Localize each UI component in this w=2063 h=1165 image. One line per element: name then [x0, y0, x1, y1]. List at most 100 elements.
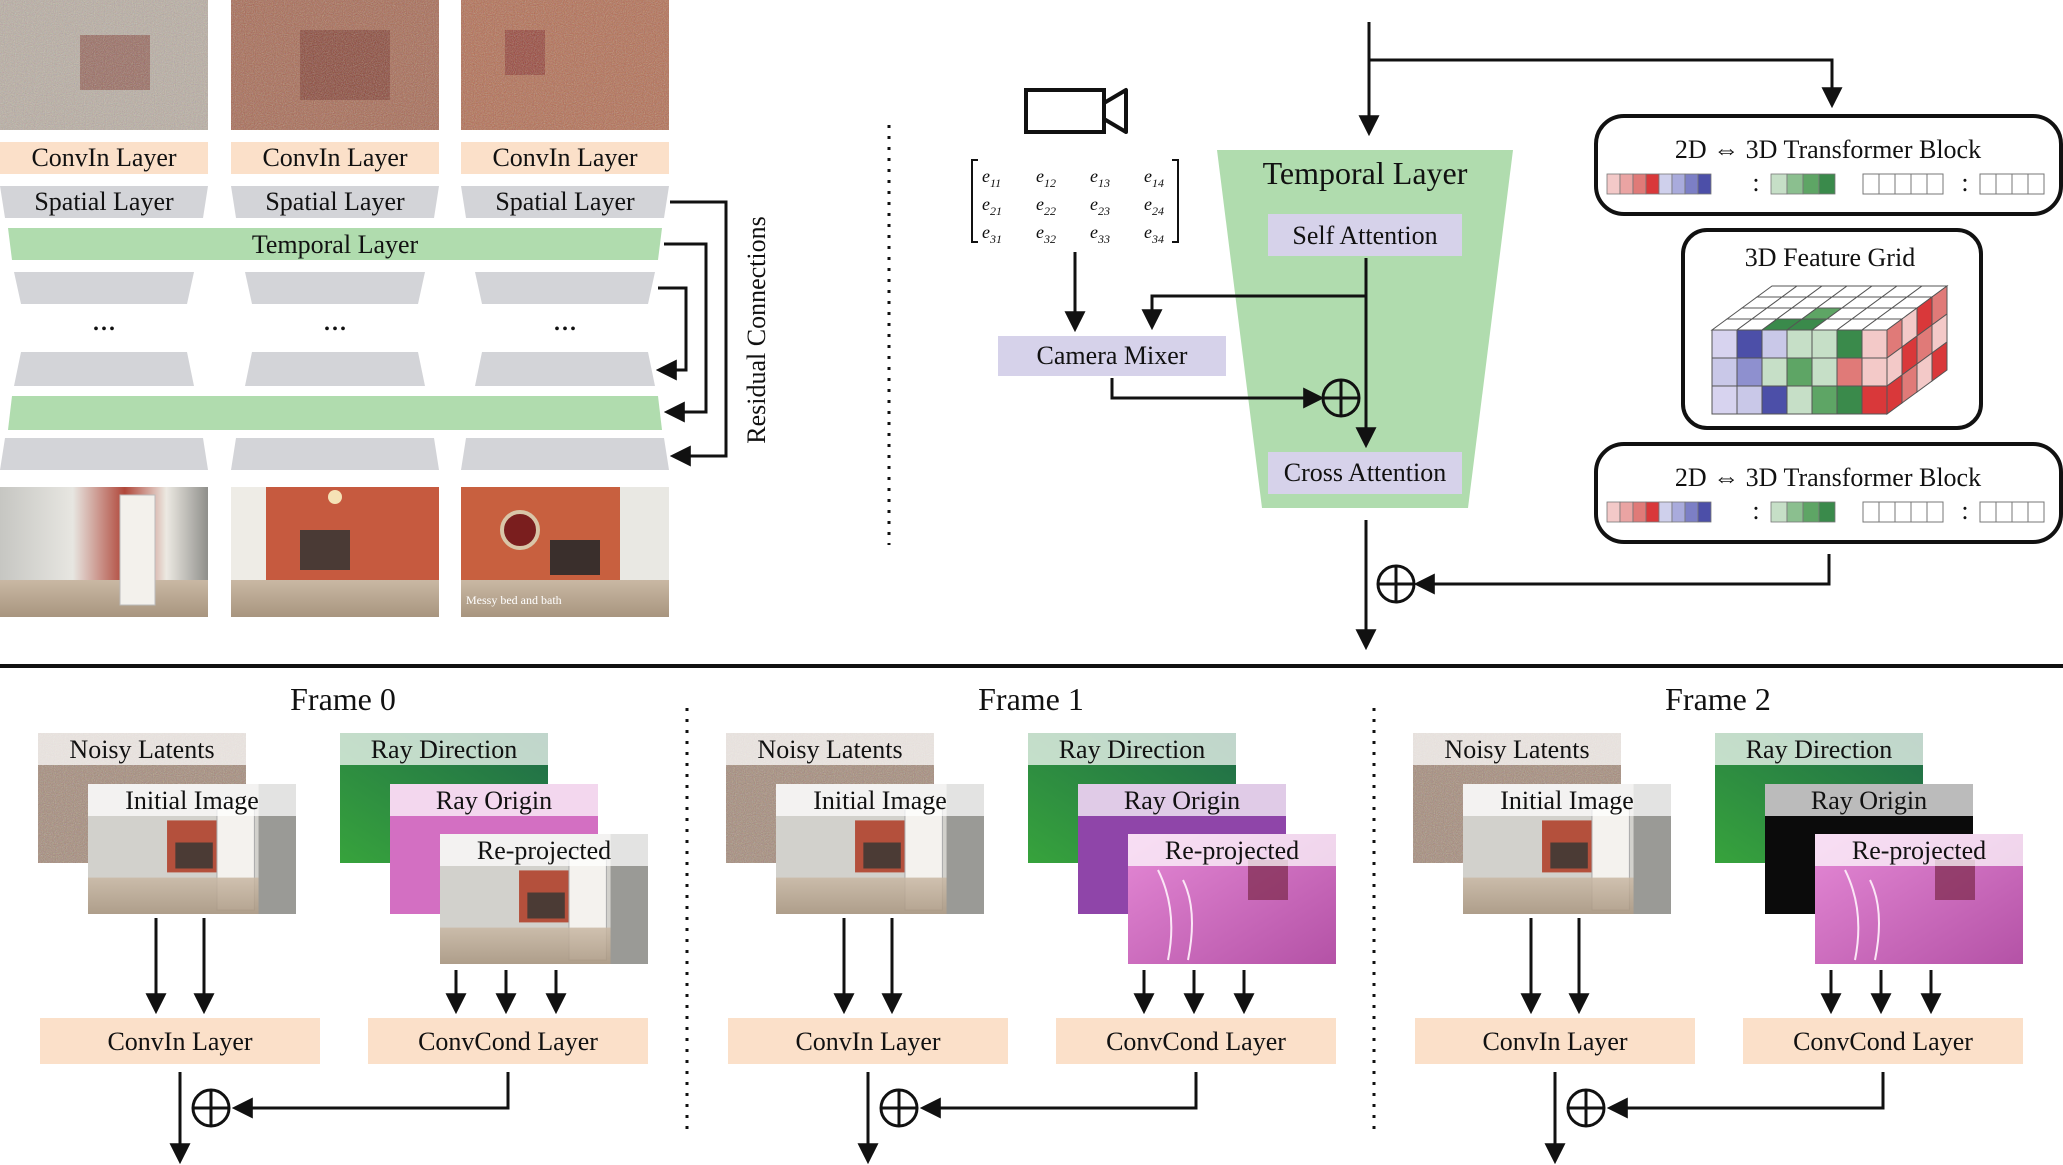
cube-cell [1736, 329, 1763, 359]
convin-block-2 [461, 142, 669, 174]
token-cell [1645, 501, 1660, 523]
cube-cell [1931, 341, 1948, 382]
spatial-label-0: Spatial Layer [34, 187, 174, 216]
ray-direction-label: Ray Direction [1746, 735, 1893, 764]
noisy-input-image-1 [231, 0, 439, 130]
transformer-block-top: 2D ⇔ 3D Transformer Block :: [1594, 114, 2063, 216]
ray-origin-label: Ray Origin [1811, 786, 1927, 815]
token-cell [1878, 501, 1896, 523]
camera-mixer-label: Camera Mixer [1037, 341, 1188, 370]
token-strip: :: [1606, 496, 2045, 525]
down-block-0 [14, 272, 194, 304]
token-cell [1786, 173, 1804, 195]
cube-cell [1711, 329, 1738, 359]
token-separator: : [1752, 168, 1759, 197]
spatial-label-1: Spatial Layer [265, 187, 405, 216]
matrix-entry: e33 [1090, 222, 1110, 246]
output-image-caption: Messy bed and bath [466, 593, 562, 607]
reprojected-label: Re-projected [1165, 836, 1299, 865]
cube-cell [1861, 329, 1888, 359]
matrix-entry: e31 [982, 222, 1002, 246]
spatial-block-2 [461, 186, 669, 218]
token-cell [1632, 173, 1647, 195]
token-cell [1658, 501, 1673, 523]
token-cell [1770, 173, 1788, 195]
convcond-to-add-arrow [231, 1072, 510, 1119]
output-image-2 [461, 487, 669, 617]
camera-icon [1024, 88, 1128, 134]
convcond-block [1056, 1018, 1336, 1064]
convcond-label: ConvCond Layer [1106, 1027, 1286, 1056]
cube-cell [1861, 385, 1888, 415]
cube-cell [1811, 357, 1838, 387]
token-cell [1979, 173, 1997, 195]
self-attention-label: Self Attention [1292, 221, 1437, 250]
up-block-2 [475, 352, 655, 386]
cube-cell [1736, 385, 1763, 415]
cube-cell [1861, 357, 1888, 387]
initial-image-label: Initial Image [813, 786, 947, 815]
token-cell [1697, 173, 1712, 195]
token-separator: : [1961, 496, 1968, 525]
matrix-entry: e23 [1090, 194, 1110, 218]
ray-direction-label-bg [340, 733, 548, 765]
mixer-to-add-arrow [1110, 378, 1325, 409]
cube-cell [1786, 385, 1813, 415]
ray-direction-label-bg [1028, 733, 1236, 765]
output-image-0 [0, 487, 208, 617]
token-cell [1894, 173, 1912, 195]
camera-mixer-block [998, 336, 1226, 376]
convin-label: ConvIn Layer [107, 1027, 252, 1056]
self-attention-block [1268, 214, 1462, 256]
token-cell [1671, 501, 1686, 523]
noisy-latents-label: Noisy Latents [69, 735, 214, 764]
reprojected-label-bg [1128, 834, 1336, 866]
convcond-to-add-arrow [1606, 1072, 1885, 1119]
token-cell [1926, 173, 1944, 195]
matrix-entry: e21 [982, 194, 1002, 218]
initial-image-label: Initial Image [1500, 786, 1634, 815]
down-block-2 [475, 272, 655, 304]
ray-origin-label-bg [390, 784, 598, 816]
noisy-latents-label-bg [1413, 733, 1621, 765]
token-cell [1684, 173, 1699, 195]
token-cell [1910, 173, 1928, 195]
feature-grid-label: 3D Feature Grid [1745, 243, 1915, 272]
token-cell [1606, 501, 1621, 523]
ray-origin-label: Ray Origin [1124, 786, 1240, 815]
token-cell [1802, 501, 1820, 523]
cube-cell [1711, 357, 1738, 387]
token-cell [1697, 501, 1712, 523]
cross-attention-block [1268, 452, 1462, 494]
token-cell [1995, 173, 2013, 195]
noisy-latents-label-bg [38, 733, 246, 765]
noisy-latents-label: Noisy Latents [757, 735, 902, 764]
convin-block [1415, 1018, 1695, 1064]
token-cell [1910, 501, 1928, 523]
convin-label: ConvIn Layer [1482, 1027, 1627, 1056]
transformer-block-bottom: 2D ⇔ 3D Transformer Block :: [1594, 442, 2063, 544]
down-block-1 [245, 272, 425, 304]
token-cell [2027, 501, 2045, 523]
initial-image-label-bg [88, 784, 296, 816]
token-cell [1645, 173, 1660, 195]
transformer-block-bottom-label: 2D ⇔ 3D Transformer Block [1675, 463, 1981, 492]
reprojected-label-bg [1815, 834, 2023, 866]
ellipsis-1: ... [323, 301, 347, 337]
convcond-to-add-arrow [919, 1072, 1198, 1119]
token-cell [1802, 173, 1820, 195]
token-cell [1818, 501, 1836, 523]
convin-label-1: ConvIn Layer [262, 143, 407, 172]
convcond-label: ConvCond Layer [418, 1027, 598, 1056]
cube-cell [1736, 357, 1763, 387]
add-icon [879, 1088, 919, 1128]
token-cell [1926, 501, 1944, 523]
reprojected-label: Re-projected [1852, 836, 1986, 865]
token-cell [1632, 501, 1647, 523]
